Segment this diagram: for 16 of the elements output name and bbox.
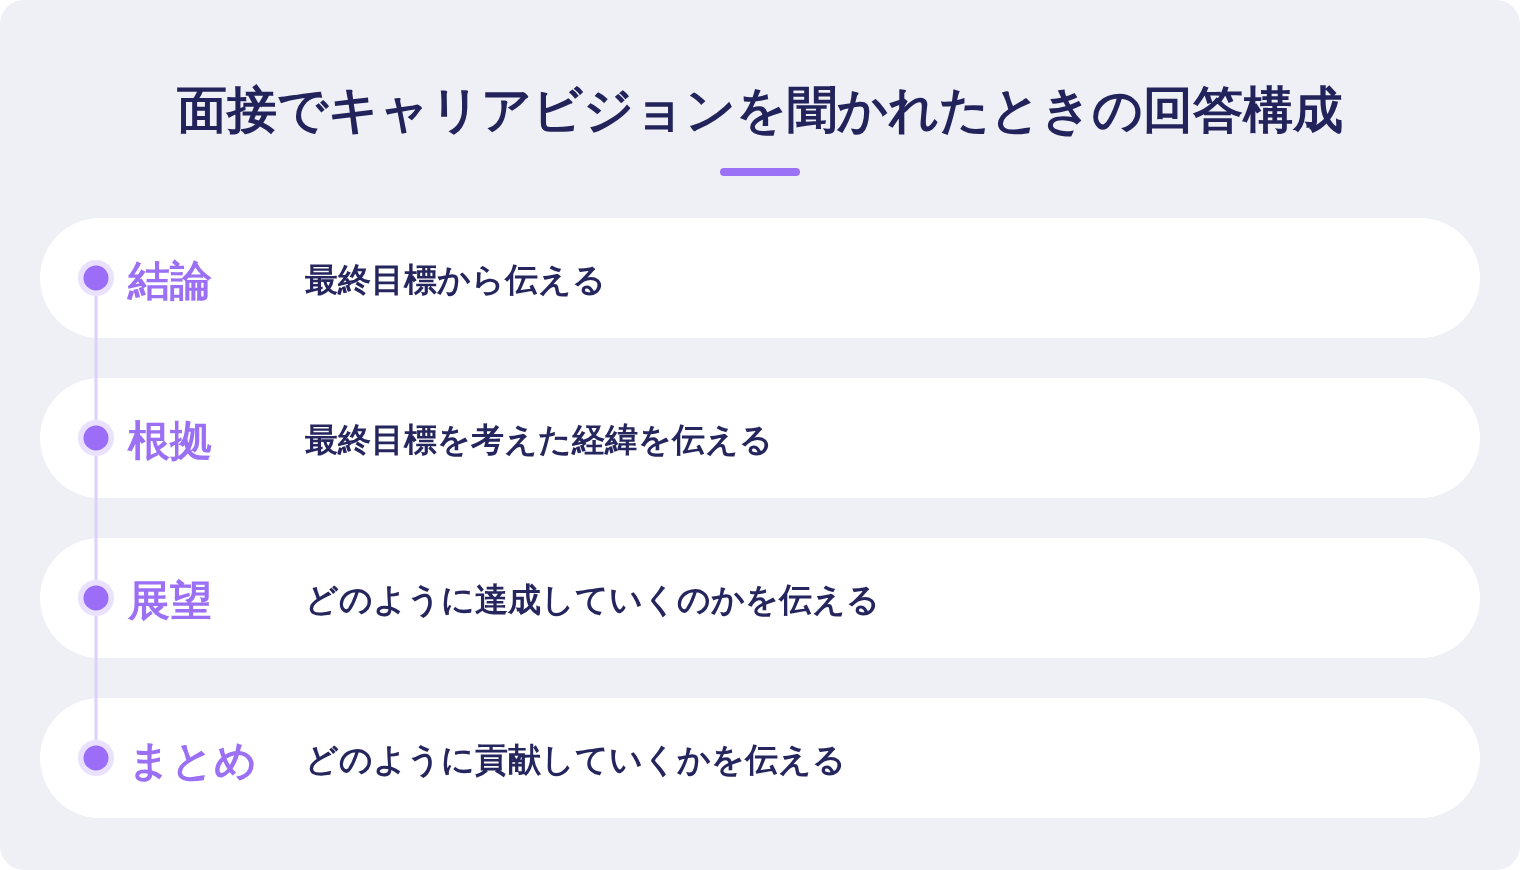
step-description: 最終目標から伝える: [305, 260, 606, 300]
connector-line: [94, 616, 98, 740]
timeline-dot: [78, 580, 114, 616]
step-heading: 結論: [128, 255, 212, 307]
step-description: 最終目標を考えた経緯を伝える: [305, 420, 773, 460]
step-heading: 根拠: [128, 415, 212, 467]
connector-line: [94, 296, 98, 420]
title: 面接でキャリアビジョンを聞かれたときの回答構成: [177, 80, 1343, 140]
step-description: どのように貢献していくかを伝える: [305, 740, 846, 780]
timeline-dot: [78, 740, 114, 776]
timeline-dot: [78, 420, 114, 456]
step-heading: まとめ: [128, 735, 257, 787]
step-heading: 展望: [128, 575, 212, 627]
timeline-dot: [78, 260, 114, 296]
step-description: どのように達成していくのかを伝える: [305, 580, 880, 620]
connector-line: [94, 456, 98, 580]
